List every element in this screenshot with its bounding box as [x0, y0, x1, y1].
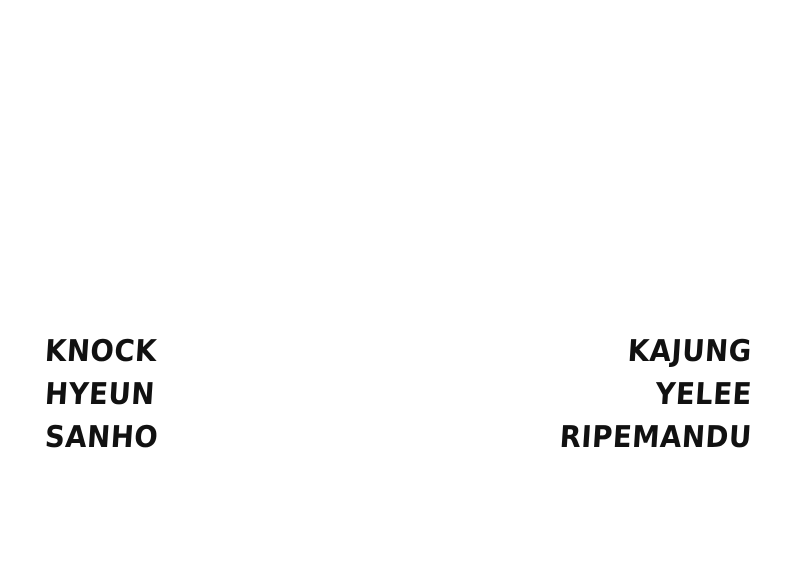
credit-name: KNOCK [43, 334, 159, 369]
credit-name: HYEUN [43, 377, 156, 412]
credit-name: YELEE [654, 377, 754, 412]
credits-left-column: KNOCK HYEUN SANHO [43, 330, 168, 459]
credit-name: SANHO [43, 420, 160, 455]
credits-right-column: KAJUNG YELEE RIPEMANDU [543, 330, 754, 459]
credit-name: KAJUNG [626, 334, 754, 369]
credit-name: RIPEMANDU [558, 420, 754, 455]
